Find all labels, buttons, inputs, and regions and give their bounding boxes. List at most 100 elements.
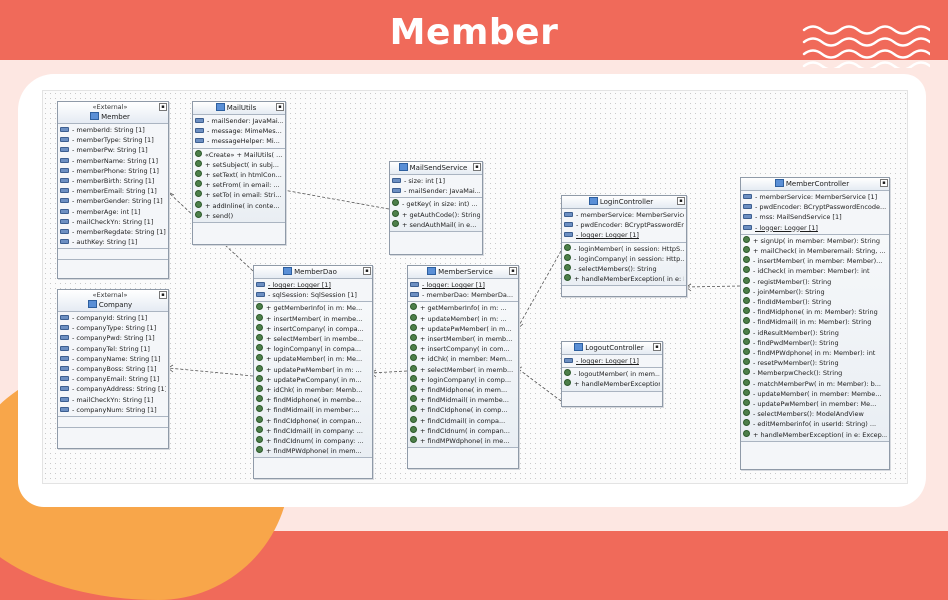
operation-row: - findMPWdphone( in m: Member): int (743, 348, 887, 358)
attribute-row: - companyTel: String [1] (60, 344, 166, 354)
class-memberdao[interactable]: MemberDao ▪ - logger: Logger [1] - sqlSe… (253, 265, 373, 479)
class-memberservice[interactable]: MemberService ▪ - logger: Logger [1] - m… (407, 265, 519, 469)
class-header: «External» Member ▪ (58, 102, 168, 124)
field-icon (392, 178, 401, 183)
attribute-row: - mailSender: JavaMai... (392, 186, 480, 196)
attribute-row: - logger: Logger [1] (410, 280, 516, 290)
collapse-toggle-icon[interactable]: ▪ (363, 267, 371, 275)
attribute-row: - memberBirth: String [1] (60, 176, 166, 186)
operation-row: + findMidmail( in membe... (410, 395, 516, 405)
operation-row: + updatePwMember( in m: ... (256, 365, 370, 375)
field-icon (60, 335, 69, 340)
class-mailutils[interactable]: MailUtils ▪ - mailSender: JavaMai... - m… (192, 101, 286, 245)
method-icon (256, 303, 263, 310)
operation-row: «Create» + MailUtils( ... (195, 150, 283, 160)
class-logoutcontroller[interactable]: LogoutController ▪ - logger: Logger [1] … (561, 341, 663, 407)
operation-row: + selectMember( in membe... (256, 334, 370, 344)
operation-row: + signUp( in member: Member): String (743, 236, 887, 246)
class-mailsendservice[interactable]: MailSendService ▪ - size: int [1] - mail… (389, 161, 483, 255)
class-header: MemberDao ▪ (254, 266, 372, 279)
class-name: MemberDao (294, 268, 337, 277)
method-icon (256, 375, 263, 382)
field-icon (256, 292, 265, 297)
method-icon (410, 385, 417, 392)
dep-memberdao-company (168, 368, 253, 376)
collapse-toggle-icon[interactable]: ▪ (653, 343, 661, 351)
field-icon (564, 232, 573, 237)
field-icon (410, 292, 419, 297)
field-icon (60, 346, 69, 351)
method-icon (256, 426, 263, 433)
class-member[interactable]: «External» Member ▪ - memberId: String [… (57, 101, 169, 279)
class-name: MemberService (438, 268, 493, 277)
collapse-toggle-icon[interactable]: ▪ (159, 291, 167, 299)
operation-row: + updatePwCompany( in m... (256, 375, 370, 385)
attribute-row: - companyAddress: String [1] (60, 384, 166, 394)
operations-section: - logoutMember( in mem... + handleMember… (562, 368, 662, 391)
operation-row: + setText( in htmlCon... (195, 170, 283, 180)
attribute-row: - memberRegdate: String [1] (60, 227, 166, 237)
operations-section (58, 417, 168, 428)
method-icon (256, 405, 263, 412)
method-icon (256, 395, 263, 402)
stereotype-label: «External» (60, 291, 160, 300)
attribute-row: - memberAge: int [1] (60, 207, 166, 217)
collapse-toggle-icon[interactable]: ▪ (159, 103, 167, 111)
class-logincontroller[interactable]: LoginController ▪ - memberService: Membe… (561, 195, 687, 297)
class-membercontroller[interactable]: MemberController ▪ - memberService: Memb… (740, 177, 890, 470)
class-company[interactable]: «External» Company ▪ - companyId: String… (57, 289, 169, 449)
operation-row: + updatePwMember( in m... (410, 324, 516, 334)
operations-section: + getMemberInfo( in m: ... + updateMembe… (408, 302, 518, 448)
attribute-row: - mss: MailSendService [1] (743, 212, 887, 222)
attribute-row: - sqlSession: SqlSession [1] (256, 290, 370, 300)
method-icon (743, 399, 750, 406)
operation-row: - selectMembers(): ModelAndView (743, 409, 887, 419)
collapse-toggle-icon[interactable]: ▪ (509, 267, 517, 275)
field-icon (392, 188, 401, 193)
field-icon (60, 198, 69, 203)
operation-row: - idCheck( in member: Member): int (743, 266, 887, 276)
attributes-section: - size: int [1] - mailSender: JavaMai... (390, 175, 482, 198)
collapse-toggle-icon[interactable]: ▪ (677, 197, 685, 205)
operation-row: + findMPWdphone( in me... (410, 436, 516, 446)
operation-row: - resetPwMember(): String (743, 358, 887, 368)
operation-row: - findMidphone( in m: Member): String (743, 307, 887, 317)
field-icon (60, 147, 69, 152)
operation-row: - editMemberinfo( in userId: String) ... (743, 419, 887, 429)
method-icon (743, 307, 750, 314)
attribute-row: - companyName: String [1] (60, 354, 166, 364)
operation-row: - idResultMember(): String (743, 328, 887, 338)
method-icon (410, 314, 417, 321)
collapse-toggle-icon[interactable]: ▪ (473, 163, 481, 171)
class-name: Company (99, 301, 132, 310)
method-icon (410, 405, 417, 412)
attribute-row: - logger: Logger [1] (564, 230, 684, 240)
class-icon (90, 112, 99, 120)
method-icon (410, 344, 417, 351)
method-icon (256, 446, 263, 453)
operation-row: + handleMemberException... (564, 379, 660, 389)
operation-row: + send() (195, 211, 283, 221)
method-icon (256, 416, 263, 423)
collapse-toggle-icon[interactable]: ▪ (276, 103, 284, 111)
method-icon (195, 150, 202, 157)
uml-diagram-canvas: «External» Member ▪ - memberId: String [… (42, 90, 908, 484)
method-icon (564, 379, 571, 386)
operation-row: - updatePwMember( in member: Me... (743, 399, 887, 409)
method-icon (256, 314, 263, 321)
operation-row: - getKey( in size: int) ... (392, 199, 480, 209)
field-icon (60, 178, 69, 183)
operations-section (58, 249, 168, 260)
method-icon (743, 317, 750, 324)
field-icon (60, 209, 69, 214)
method-icon (410, 395, 417, 402)
collapse-toggle-icon[interactable]: ▪ (880, 179, 888, 187)
operation-row: + addInline( in conte... (195, 201, 283, 211)
operations-section: + signUp( in member: Member): String + m… (741, 235, 889, 442)
operation-row: - selectMembers(): String (564, 264, 684, 274)
operation-row: + loginCompany( in comp... (410, 375, 516, 385)
operations-section: «Create» + MailUtils( ... + setSubject( … (193, 149, 285, 223)
field-icon (60, 386, 69, 391)
operation-row: + insertMember( in membe... (256, 314, 370, 324)
operation-row: + handleMemberException( in e: Excep... (743, 430, 887, 440)
